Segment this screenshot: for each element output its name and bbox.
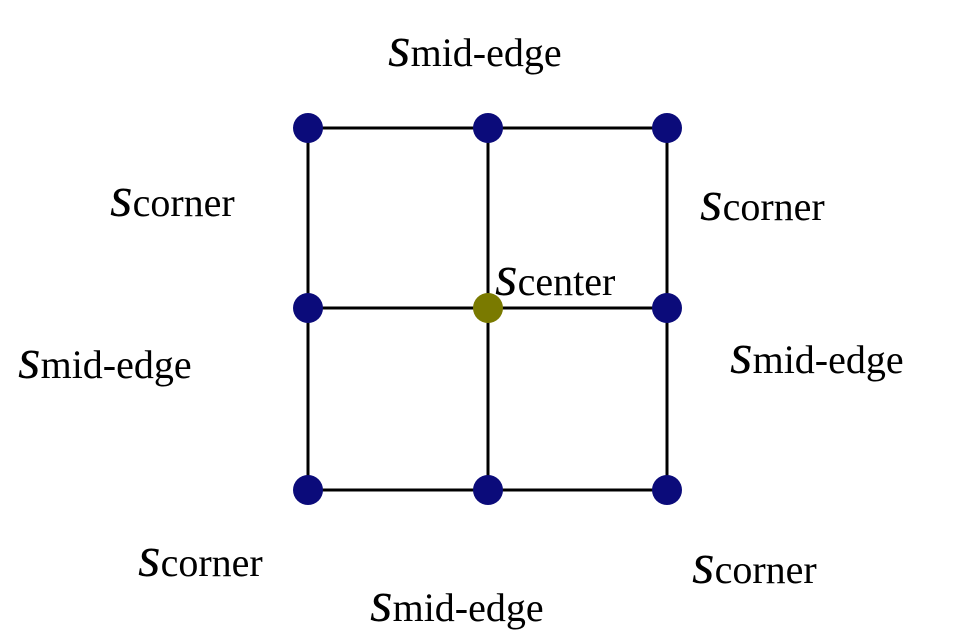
label-bottom-left-corner: scorner <box>138 528 263 586</box>
label-symbol: s <box>700 168 723 233</box>
label-subscript: corner <box>160 540 263 585</box>
grid-nodes <box>293 113 682 505</box>
label-bottom-mid-edge: smid-edge <box>370 573 544 631</box>
node-top-right <box>652 113 682 143</box>
label-subscript: mid-edge <box>40 342 192 387</box>
label-right-mid-edge: smid-edge <box>730 325 904 383</box>
label-symbol: s <box>495 243 518 308</box>
label-top-mid-edge: smid-edge <box>388 18 562 76</box>
label-symbol: s <box>692 531 715 596</box>
label-subscript: corner <box>132 180 235 225</box>
label-center: scenter <box>495 247 615 305</box>
label-subscript: corner <box>722 184 825 229</box>
label-subscript: mid-edge <box>410 30 562 75</box>
label-symbol: s <box>110 164 133 229</box>
node-mid-right <box>652 293 682 323</box>
label-symbol: s <box>138 524 161 589</box>
label-left-mid-edge: smid-edge <box>18 330 192 388</box>
label-subscript: center <box>517 259 616 304</box>
node-bottom-mid <box>473 475 503 505</box>
label-symbol: s <box>370 569 393 634</box>
node-center <box>473 293 503 323</box>
label-top-right-corner: scorner <box>700 172 825 230</box>
node-bottom-right <box>652 475 682 505</box>
label-subscript: corner <box>714 547 817 592</box>
label-symbol: s <box>388 14 411 79</box>
node-top-mid <box>473 113 503 143</box>
node-bottom-left <box>293 475 323 505</box>
node-mid-left <box>293 293 323 323</box>
label-subscript: mid-edge <box>752 337 904 382</box>
label-top-left-corner: scorner <box>110 168 235 226</box>
label-symbol: s <box>18 326 41 391</box>
node-top-left <box>293 113 323 143</box>
label-subscript: mid-edge <box>392 585 544 630</box>
label-bottom-right-corner: scorner <box>692 535 817 593</box>
label-symbol: s <box>730 321 753 386</box>
